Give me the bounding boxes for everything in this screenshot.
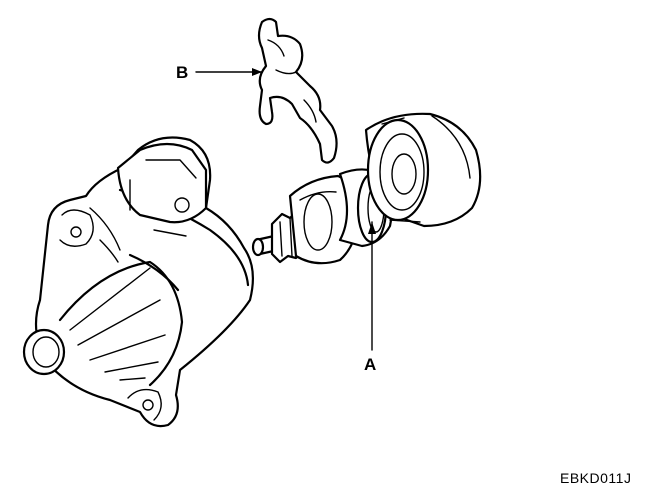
- callout-label-a: A: [364, 355, 377, 374]
- callout-b-leader: [195, 68, 263, 76]
- shift-lever: [257, 17, 338, 164]
- callout-label-b: B: [176, 63, 189, 82]
- figure-code: EBKD011J: [560, 470, 632, 486]
- bearing-assembly: [364, 112, 482, 228]
- starter-housing: [22, 136, 255, 428]
- callout-a-leader: [368, 221, 376, 351]
